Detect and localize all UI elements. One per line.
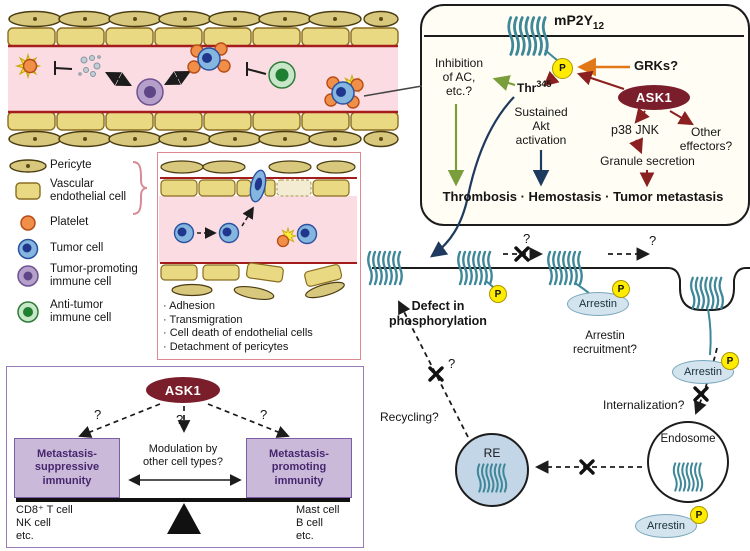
endothelial-cells [7,27,399,131]
phospho-p-badge: P [489,285,507,303]
grks-label: GRKs? [634,58,679,73]
metastasis-suppressive-box: Metastasis- suppressive immunity [14,438,120,498]
question-mark: ? [448,356,456,371]
activation-star-icon [16,54,40,78]
legend-label: Pericyte [50,159,92,172]
receptor-icon [689,276,725,310]
basement-membrane-lines [8,44,398,114]
receptor-icon [476,463,508,493]
platelet-icon [22,58,38,74]
inhibition-tbar-icon [54,61,73,75]
cell-nucleus [144,86,156,98]
receptor-icon [367,250,403,286]
double-arrow [164,70,191,86]
question-mark: ? [649,233,657,248]
modulation-label: Modulation by other cell types? [142,443,224,468]
platelet-icon [8,214,48,232]
granule-secretion-label: Granule secretion [600,154,695,168]
inhibition-ac-label: Inhibition of AC, etc.? [434,56,484,99]
tumor-cell-icon [8,238,48,260]
pericytes [8,10,399,148]
legend-item-platelet: Platelet [8,214,88,232]
outcome-label: Thrombosis · Hemostasis · Tumor metastas… [442,189,724,204]
question-mark: ? [523,231,531,246]
blocked-x-icon [693,386,709,402]
tumor-platelet-cluster-activated [324,75,364,109]
receptor-icon [672,462,704,492]
receptor-name: mP2Y [554,12,593,28]
re-label: RE [483,446,501,460]
legend-label: Tumor cell [50,242,104,255]
recycling-endosome-circle [455,433,529,507]
mp2y12-label: mP2Y12 [554,12,604,33]
receptor-icon [547,250,583,286]
legend-brace [132,161,148,215]
p38-jnk-label: p38 JNK [611,123,659,137]
other-effectors-label: Other effectors? [679,125,733,154]
phospho-p-badge: P [690,506,708,524]
legend-label: Platelet [50,216,89,229]
question-mark: ? [176,412,184,427]
legend-label: Anti-tumor immune cell [50,299,112,325]
legend-item-endothelial: Vascular endothelial cell [8,178,126,204]
ask1-badge: ASK1 [618,85,690,110]
pericyte-icon [8,158,48,174]
effect-item: · Cell death of endothelial cells [163,327,313,339]
thr345-label: Thr345 [517,79,551,95]
legend-label: Vascular endothelial cell [50,178,127,204]
thr-text: Thr [517,81,537,95]
phospho-p-badge: P [721,352,739,370]
double-arrow [105,71,132,87]
blocked-x-icon [579,459,595,475]
legend-item-tumor-promoting: Tumor-promoting immune cell [8,263,138,289]
endothelial-cell-icon [8,180,48,202]
anti-tumor-immune-cell-icon [268,61,296,89]
anti-tumor-immune-cell-icon [8,300,48,324]
internalization-label: Internalization? [603,398,685,412]
endosome-label: Endosome [660,433,716,445]
effect-item: · Adhesion [163,300,215,312]
effect-item: · Transmigration [163,313,243,326]
sustained-akt-label: Sustained Akt activation [514,105,568,148]
thr-superscript: 345 [536,79,552,89]
arrestin-recruitment-label: Arrestin recruitment? [573,330,637,356]
legend-item-anti-tumor: Anti-tumor immune cell [8,299,111,325]
legend-item-tumor-cell: Tumor cell [8,238,103,260]
legend-label: Tumor-promoting immune cell [50,263,138,289]
blocked-x-icon [514,246,530,262]
defect-phosphorylation-label: Defect in phosphorylation [389,299,487,328]
cell-nucleus [275,68,289,82]
suppressive-cell-types: CD8⁺ T cell NK cell etc. [16,504,73,542]
tumor-platelet-cluster [187,42,231,74]
ask1-badge: ASK1 [146,377,220,403]
arrestin-badge: Arrestin [635,514,697,538]
receptor-subscript: 12 [592,20,605,32]
zoom-leader-line [363,85,423,97]
granule-dots [78,55,101,77]
phospho-p-badge: P [612,280,630,298]
vessel-effects-list: · Adhesion · Transmigration · Cell death… [163,300,355,354]
phospho-p-badge: P [552,58,573,79]
question-mark: ? [260,407,268,422]
tumor-promoting-immune-cell-icon [136,78,164,106]
recycling-label: Recycling? [380,410,439,424]
tumor-promoting-immune-cell-icon [8,264,48,288]
receptor-icon [457,250,493,286]
inhibition-tbar-icon [246,62,267,76]
effect-item: · Detachment of pericytes [163,340,289,353]
question-mark: ? [94,407,102,422]
promoting-cell-types: Mast cell B cell etc. [296,504,340,542]
blocked-x-icon [428,366,444,382]
pericyte-nuclei [33,17,383,141]
metastasis-promoting-box: Metastasis- promoting immunity [246,438,352,498]
legend-item-pericyte: Pericyte [8,158,92,174]
